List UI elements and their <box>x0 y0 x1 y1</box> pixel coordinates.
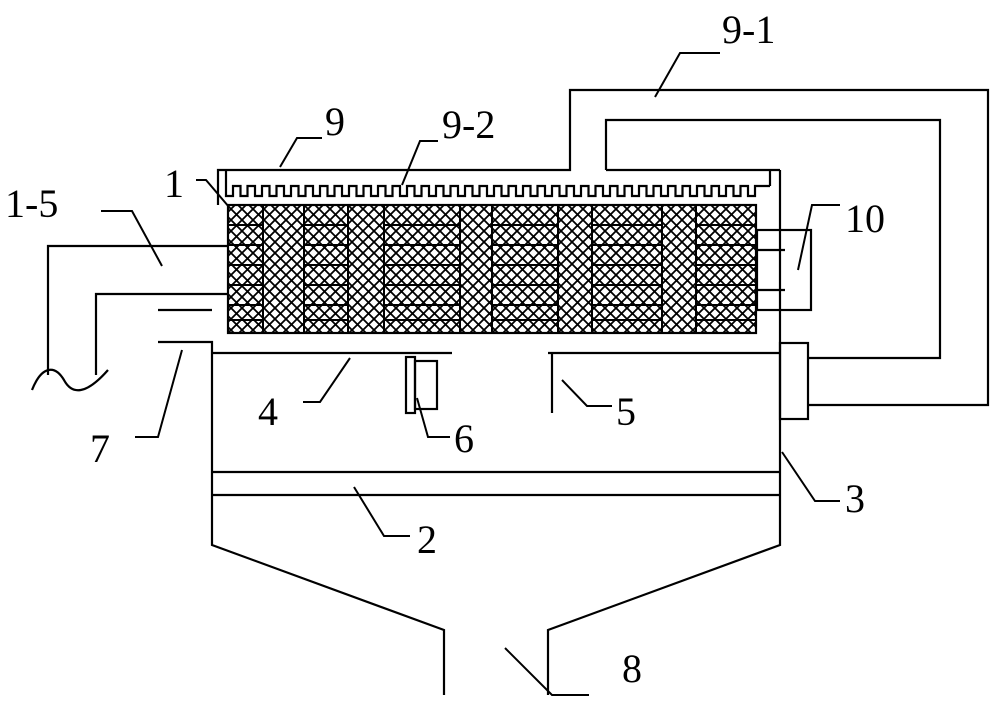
label-5: 5 <box>616 389 636 434</box>
filter-block <box>226 203 758 335</box>
label-2: 2 <box>417 517 437 562</box>
label-1: 1 <box>164 161 184 206</box>
label-6: 6 <box>454 416 474 461</box>
pipe-break <box>30 368 109 392</box>
return-pipe-inner <box>604 118 942 360</box>
inlet-7 <box>158 308 214 472</box>
right-connector-10 <box>755 228 813 312</box>
leader-lines <box>101 52 840 696</box>
nozzle-comb <box>224 170 772 198</box>
label-9: 9 <box>325 99 345 144</box>
label-7: 7 <box>90 426 110 471</box>
label-1-5: 1-5 <box>5 181 58 226</box>
label-3: 3 <box>845 476 865 521</box>
fan-6 <box>404 355 439 415</box>
label-8: 8 <box>622 646 642 691</box>
inlet-pipe <box>46 244 228 375</box>
tank-3 <box>210 470 782 695</box>
hood-housing <box>216 88 990 407</box>
label-10: 10 <box>845 196 885 241</box>
label-9-1: 9-1 <box>722 7 775 52</box>
lower-connector <box>778 341 810 421</box>
label-9-2: 9-2 <box>442 102 495 147</box>
label-4: 4 <box>258 389 278 434</box>
